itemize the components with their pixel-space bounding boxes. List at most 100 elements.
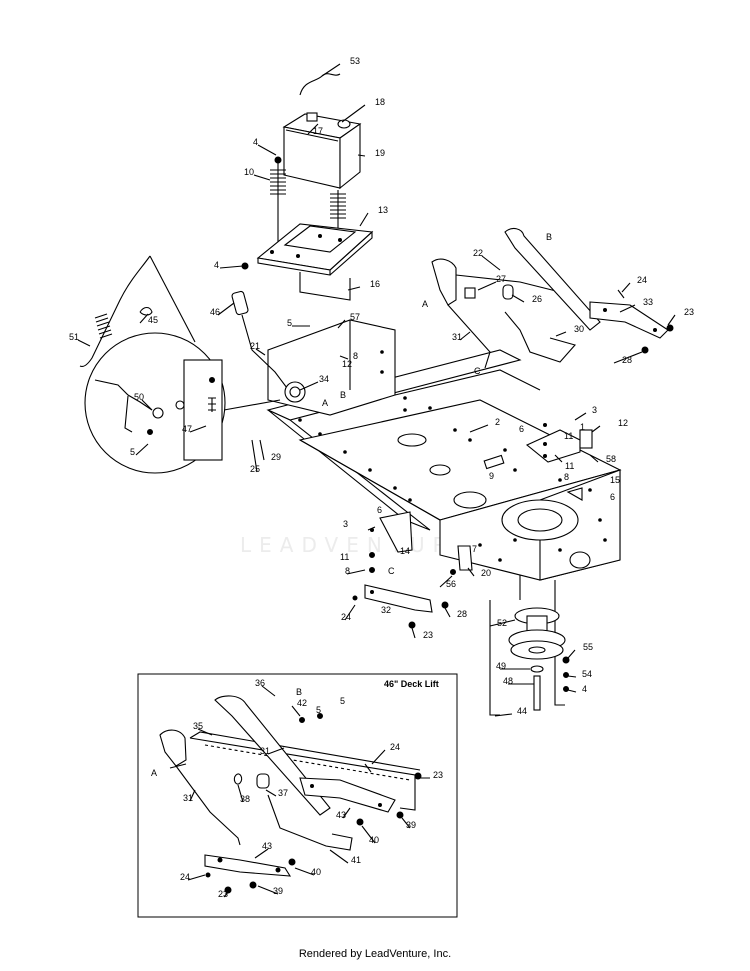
callout-c34: 34 [319, 374, 329, 384]
callout-c54: 54 [582, 669, 592, 679]
callout-c24d: 24 [180, 872, 190, 882]
callout-c2: 2 [495, 417, 500, 427]
callout-c46: 46 [210, 307, 220, 317]
callout-c16: 16 [370, 279, 380, 289]
callout-c19: 19 [375, 148, 385, 158]
callout-c31a: 31 [452, 332, 462, 342]
callout-c50: 50 [134, 392, 144, 402]
callout-c35: 35 [193, 721, 203, 731]
leader-lines [77, 63, 676, 898]
callout-c8b: 8 [564, 472, 569, 482]
callout-c3a: 3 [592, 405, 597, 415]
lift-cable-spring [79, 255, 196, 368]
letter-lC1: C [474, 366, 481, 376]
callout-c27: 27 [496, 274, 506, 284]
callout-c22: 22 [473, 248, 483, 258]
callout-c49: 49 [496, 661, 506, 671]
callout-c55: 55 [583, 642, 593, 652]
callout-c23d: 23 [218, 889, 228, 899]
callout-c23b: 23 [423, 630, 433, 640]
callout-c6b: 6 [610, 492, 615, 502]
callout-c5d: 5 [340, 696, 345, 706]
callout-c25: 25 [250, 464, 260, 474]
callout-c18: 18 [375, 97, 385, 107]
footer-credit: Rendered by LeadVenture, Inc. [298, 948, 452, 960]
callout-c39b: 39 [273, 886, 283, 896]
callout-c4c: 4 [582, 684, 587, 694]
callout-c6c: 6 [377, 505, 382, 515]
callout-c38: 38 [240, 794, 250, 804]
battery-cable [299, 73, 341, 96]
callout-c53: 53 [350, 56, 360, 66]
pulley-assembly [508, 607, 570, 711]
front-brackets [352, 511, 473, 629]
callout-c40b: 40 [311, 867, 321, 877]
letter-lA1: A [422, 299, 428, 309]
callout-c28a: 28 [622, 355, 632, 365]
callout-c17: 17 [313, 126, 323, 136]
callout-c30: 30 [574, 324, 584, 334]
callout-c29: 29 [271, 452, 281, 462]
callout-c52: 52 [497, 618, 507, 628]
callout-c33: 33 [643, 297, 653, 307]
callout-c23a: 23 [684, 307, 694, 317]
callout-c6a: 6 [519, 424, 524, 434]
callout-c21: 21 [250, 341, 260, 351]
letter-lA3: A [151, 768, 157, 778]
spring-right [330, 190, 346, 235]
callout-c5c: 5 [316, 705, 321, 715]
callout-c4a: 4 [253, 137, 258, 147]
callout-labels: 5318171941013416222726243323283031455146… [69, 56, 694, 899]
callout-c32: 32 [381, 605, 391, 615]
inset-title: 46" Deck Lift [384, 679, 439, 689]
callout-c26: 26 [532, 294, 542, 304]
callout-c8c: 8 [345, 566, 350, 576]
callout-c51: 51 [69, 332, 79, 342]
letter-lB3: B [296, 687, 302, 697]
callout-c1: 1 [580, 422, 585, 432]
letter-lB1: B [546, 232, 552, 242]
lift-handle [231, 290, 306, 403]
callout-c12a: 12 [342, 359, 352, 369]
callout-c3b: 3 [343, 519, 348, 529]
right-brackets [525, 423, 593, 501]
callout-c24b: 24 [341, 612, 351, 622]
callout-c31b: 31 [260, 746, 270, 756]
callout-c40a: 40 [369, 835, 379, 845]
callout-c10: 10 [244, 167, 254, 177]
callout-c28b: 28 [457, 609, 467, 619]
callout-c41: 41 [351, 855, 361, 865]
callout-c42: 42 [297, 698, 307, 708]
battery-assembly [241, 73, 374, 301]
callout-c24c: 24 [390, 742, 400, 752]
callout-c39a: 39 [406, 820, 416, 830]
callout-c58: 58 [606, 454, 616, 464]
callout-c43b: 43 [262, 841, 272, 851]
callout-c9: 9 [489, 471, 494, 481]
callout-c45: 45 [148, 315, 158, 325]
callout-c57: 57 [350, 312, 360, 322]
callout-c4b: 4 [214, 260, 219, 270]
callout-c11a: 11 [564, 431, 573, 441]
callout-c20: 20 [481, 568, 491, 578]
callout-c37: 37 [278, 788, 288, 798]
callout-c36: 36 [255, 678, 265, 688]
letter-lB2: B [340, 390, 346, 400]
callout-c5b: 5 [130, 447, 135, 457]
callout-c48: 48 [503, 676, 513, 686]
cable-detail-inset [84, 332, 281, 474]
callout-c56: 56 [446, 579, 456, 589]
callout-c47: 47 [182, 424, 192, 434]
callout-c23c: 23 [433, 770, 443, 780]
callout-c43a: 43 [336, 810, 346, 820]
callout-c31c: 31 [183, 793, 193, 803]
callout-c13: 13 [378, 205, 388, 215]
callout-c5a: 5 [287, 318, 292, 328]
frame-holes [298, 350, 607, 562]
callout-c24a: 24 [637, 275, 647, 285]
callout-c15: 15 [610, 475, 620, 485]
letter-lC2: C [388, 566, 395, 576]
watermark-text: LEADVENTURE [240, 533, 475, 557]
